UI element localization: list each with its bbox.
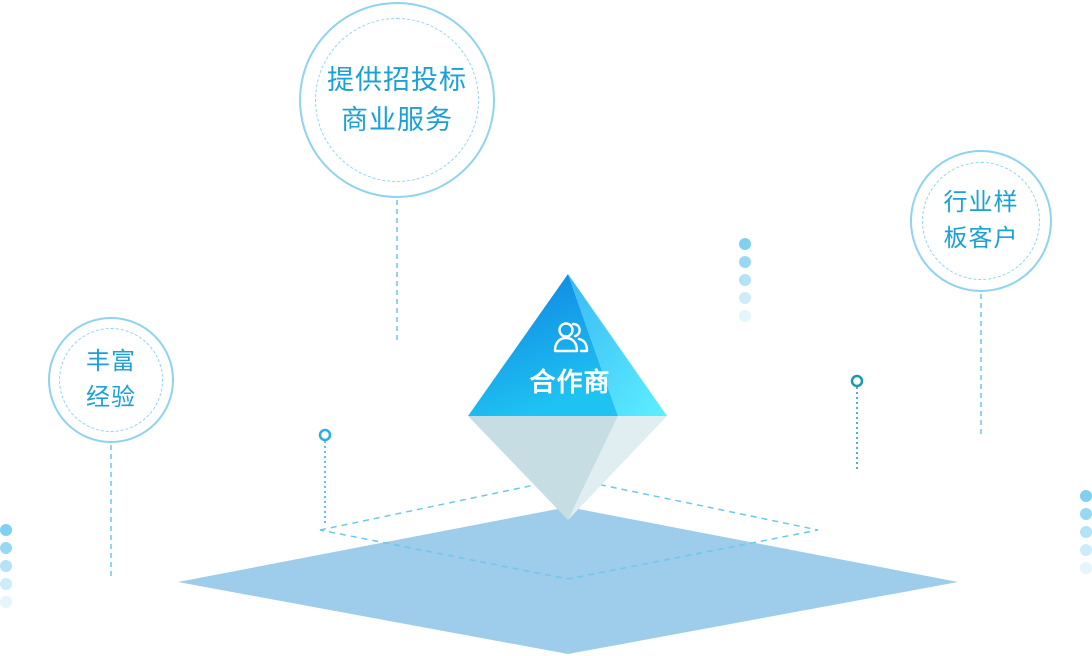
pin-marker <box>850 374 864 388</box>
bubble-line: 提供招投标 <box>327 64 467 95</box>
dot-column <box>739 238 751 322</box>
platform <box>178 507 958 654</box>
bubble-text: 丰富 经验 <box>86 344 136 416</box>
bubble-industry-clients: 行业样 板客户 <box>910 150 1052 292</box>
pyramid-bottom-right <box>568 416 667 520</box>
bubble-text: 提供招投标 商业服务 <box>327 60 467 141</box>
bubble-experience: 丰富 经验 <box>48 317 174 443</box>
center-label: 合作商 <box>529 367 611 397</box>
pyramid-top-right <box>568 274 667 416</box>
people-icon <box>553 322 589 353</box>
dashed-outline <box>319 477 819 580</box>
bubble-line: 行业样 <box>943 189 1019 216</box>
bubble-ring <box>59 328 163 432</box>
bubble-bidding-service: 提供招投标 商业服务 <box>299 2 495 198</box>
dot-column <box>0 524 12 608</box>
bubble-line: 丰富 <box>86 348 136 375</box>
dot-column <box>1080 490 1092 574</box>
bubble-line: 板客户 <box>943 225 1019 252</box>
bubble-line: 经验 <box>86 384 136 411</box>
bubble-line: 商业服务 <box>341 105 453 135</box>
bubble-text: 行业样 板客户 <box>944 185 1019 257</box>
bubble-ring <box>922 162 1040 280</box>
bubble-ring <box>315 18 479 182</box>
pin-marker <box>318 428 332 442</box>
